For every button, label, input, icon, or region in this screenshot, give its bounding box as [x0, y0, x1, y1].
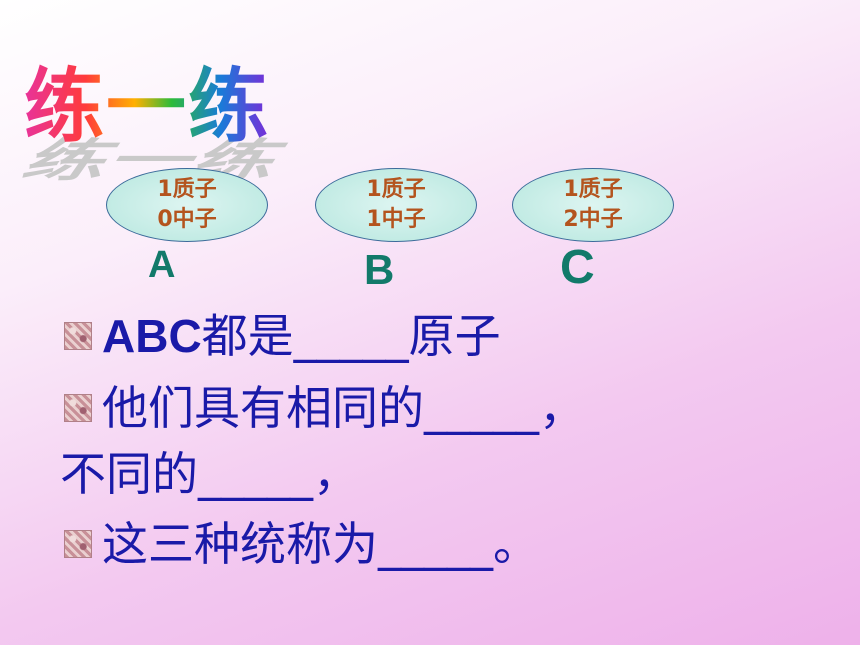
question-1-prefix: ABC [102, 310, 202, 362]
option-c-letter: C [560, 241, 595, 294]
question-3-text: 这三种统称为_____。 [102, 517, 539, 571]
question-2-cont-text: 不同的_____， [60, 447, 359, 501]
option-a-letter: A [148, 244, 176, 286]
question-2-text: 他们具有相同的_____， [102, 381, 585, 435]
question-2: 他们具有相同的_____， [64, 380, 585, 436]
option-c-ellipse: 1质子 2中子 [512, 168, 674, 242]
bullet-icon [64, 393, 92, 422]
option-a-protons: 1质子 [157, 177, 217, 202]
option-a-ellipse: 1质子 0中子 [106, 168, 268, 242]
page-title: 练一练 [24, 42, 270, 158]
option-c-neutrons: 2中子 [563, 207, 623, 232]
question-1: ABC都是_____原子 [64, 308, 501, 364]
question-1-text: 都是_____原子 [201, 309, 501, 363]
option-b-letter: B [364, 246, 395, 293]
question-2-continued: 不同的_____， [60, 446, 359, 502]
option-b-protons: 1质子 [366, 177, 426, 202]
bullet-icon [64, 529, 92, 558]
option-a-neutrons: 0中子 [157, 207, 217, 232]
option-b-neutrons: 1中子 [366, 207, 426, 232]
question-3: 这三种统称为_____。 [64, 516, 539, 572]
bullet-icon [64, 321, 92, 350]
option-b-ellipse: 1质子 1中子 [315, 168, 477, 242]
title-block: 练一练 练一练 [10, 42, 310, 187]
option-c-protons: 1质子 [563, 177, 623, 202]
